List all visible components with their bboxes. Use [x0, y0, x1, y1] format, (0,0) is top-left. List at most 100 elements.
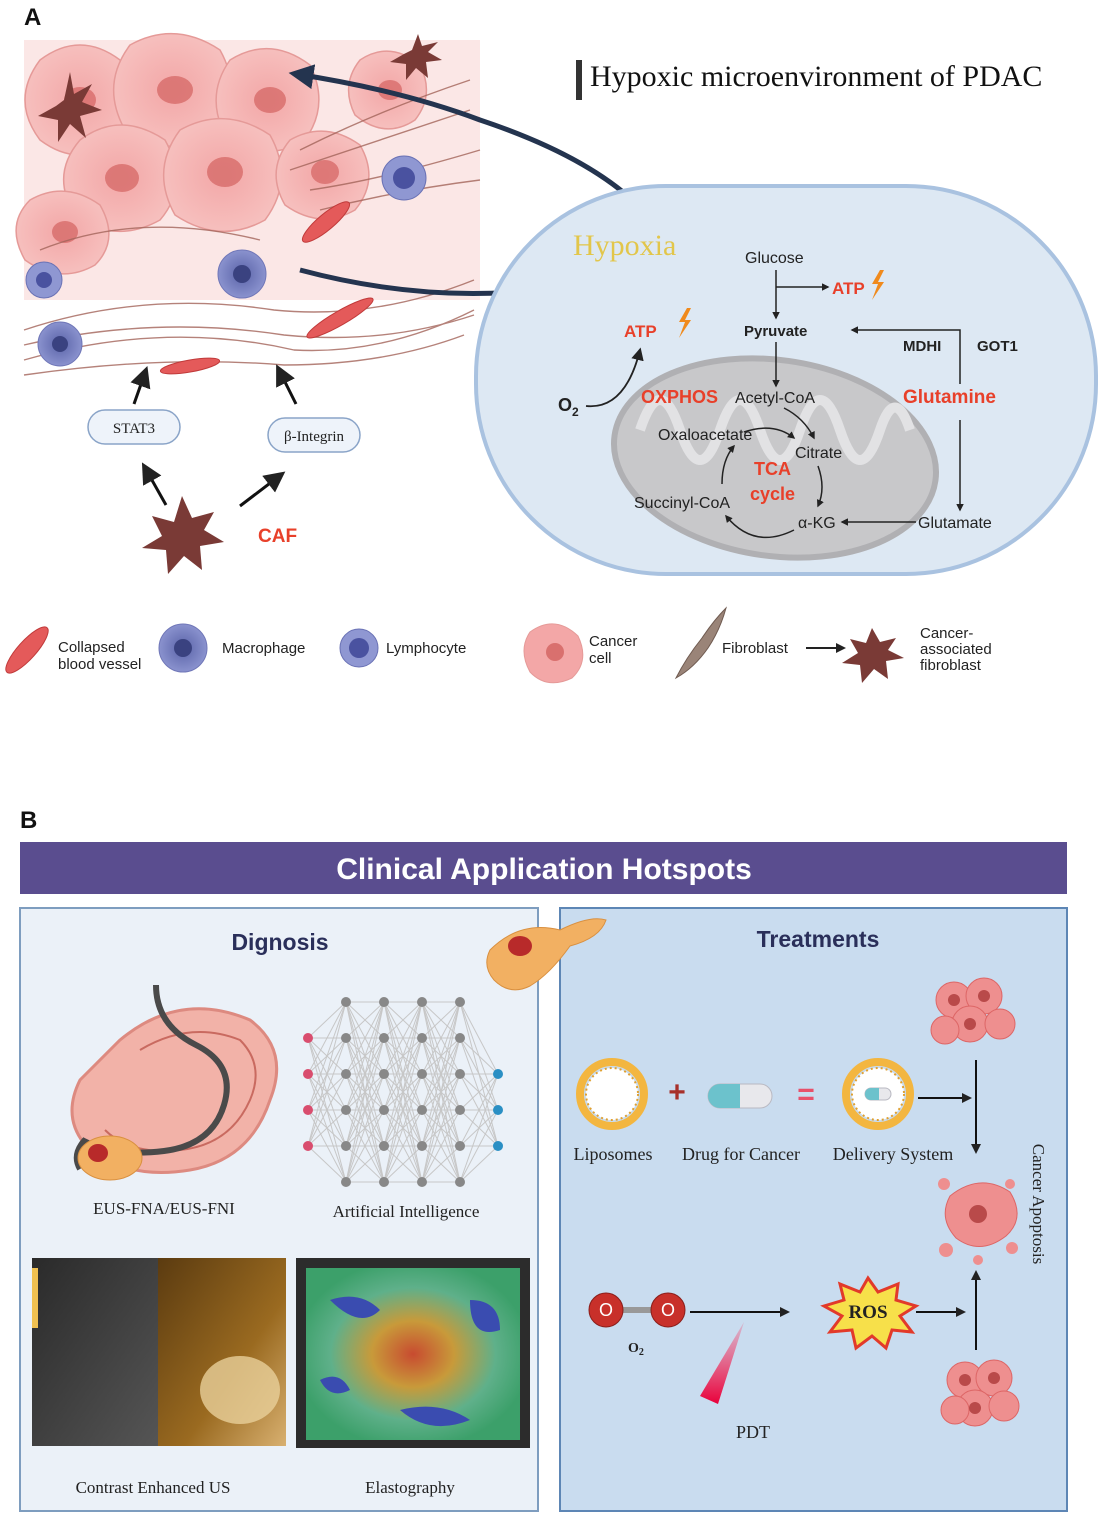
integrin-label: β-Integrin: [284, 429, 345, 445]
banner: [20, 842, 1067, 894]
legend-caf-label-3: fibroblast: [920, 657, 982, 674]
drug-label: Drug for Cancer: [682, 1144, 800, 1164]
nn-node: [379, 1105, 389, 1115]
nn-edge: [345, 1001, 385, 1075]
legend-fibroblast-label: Fibroblast: [722, 640, 789, 657]
nn-edge: [459, 1109, 499, 1183]
title-marker: [576, 60, 582, 100]
nn-edge: [421, 1001, 461, 1111]
elastography-label: Elastography: [365, 1478, 455, 1497]
ros-label: ROS: [848, 1302, 887, 1323]
nn-edge: [383, 1001, 423, 1147]
nn-edge: [459, 1073, 499, 1183]
oxphos-label: OXPHOS: [641, 387, 718, 407]
panel-a-letter: A: [24, 4, 41, 31]
nn-edge: [307, 1073, 347, 1147]
nn-edge: [345, 1001, 385, 1183]
succinyl-coa-label: Succinyl-CoA: [634, 495, 730, 512]
drug-capsule-icon: [707, 1083, 773, 1109]
nn-node: [379, 1177, 389, 1187]
nn-node: [417, 1033, 427, 1043]
o2-label: O2: [558, 395, 579, 419]
legend-cancer-label-2: cell: [589, 650, 612, 667]
legend-vessel-label: Collapsed: [58, 639, 125, 656]
nn-edge: [307, 1001, 347, 1039]
nn-node: [379, 1141, 389, 1151]
nn-edge: [345, 1001, 385, 1111]
nn-edge: [345, 1073, 385, 1183]
nn-node: [341, 1069, 351, 1079]
pathway-arrows: [721, 270, 964, 539]
nn-node: [417, 1105, 427, 1115]
caf-cell-illustration: [142, 496, 224, 574]
acetyl-coa-label: Acetyl-CoA: [735, 390, 815, 407]
nn-edge: [459, 1037, 499, 1075]
stat3-box: [87, 409, 181, 445]
cycle-label: cycle: [750, 484, 795, 504]
nn-node: [379, 1033, 389, 1043]
nn-node: [341, 1177, 351, 1187]
atp-left-label: ATP: [624, 322, 657, 341]
ros-burst-icon: [820, 1275, 920, 1351]
nn-edge: [345, 1037, 385, 1183]
legend-lymphocyte-label: Lymphocyte: [386, 640, 466, 657]
legend-cancer-nucleus: [546, 643, 564, 661]
nn-node: [341, 1105, 351, 1115]
nn-node: [341, 1033, 351, 1043]
hypoxia-curve-arrow: [288, 64, 652, 220]
nn-node: [303, 1033, 313, 1043]
nn-node: [417, 1141, 427, 1151]
glutamate-label: Glutamate: [918, 515, 992, 532]
liposomes-label: Liposomes: [574, 1144, 653, 1164]
nn-edge: [345, 1109, 385, 1183]
citrate-label: Citrate: [795, 445, 842, 462]
nn-edge: [383, 1001, 423, 1075]
nn-node: [379, 997, 389, 1007]
lightning-icon: [679, 308, 691, 338]
legend: Collapsed blood vessel Macrophage Lympho…: [5, 606, 992, 684]
tca-label: TCA: [754, 459, 791, 479]
nn-edge: [383, 1109, 423, 1183]
panel-a-title: Hypoxic microenvironment of PDAC: [590, 60, 1042, 93]
lightning-icon: [872, 270, 884, 300]
legend-vessel-icon: [5, 626, 49, 674]
o2-molecule-icon: O O: [588, 1292, 686, 1328]
nn-node: [341, 1141, 351, 1151]
pancreas-icon: [486, 918, 607, 991]
elastography-image: [296, 1258, 530, 1448]
nn-edge: [383, 1145, 423, 1183]
nn-node: [455, 1105, 465, 1115]
collapsed-vessel-illustration: [159, 201, 374, 375]
nn-node: [303, 1141, 313, 1151]
tumor-cluster-icon-2: [940, 1359, 1020, 1427]
caf-label: CAF: [258, 526, 297, 547]
equals-sign: =: [797, 1078, 815, 1111]
hypoxia-label: Hypoxia: [573, 229, 676, 262]
nn-edge: [421, 1037, 461, 1183]
nn-node: [455, 1177, 465, 1187]
o-letter: O: [599, 1300, 613, 1320]
glucose-label: Glucose: [745, 250, 804, 267]
legend-cancer-label: Cancer: [589, 633, 637, 650]
nn-edge: [421, 1109, 461, 1183]
got1-label: GOT1: [977, 338, 1018, 355]
delivery-label: Delivery System: [833, 1144, 953, 1164]
nn-edge: [345, 1145, 385, 1183]
pdt-beam-icon: [700, 1322, 744, 1404]
nn-edge: [421, 1073, 461, 1183]
integrin-box: [267, 417, 361, 453]
nn-edge: [383, 1001, 423, 1183]
treatment-arrows: [690, 1060, 981, 1350]
nn-edge: [307, 1001, 347, 1111]
legend-fibroblast-icon: [674, 606, 727, 680]
akg-label: α-KG: [798, 515, 836, 532]
nn-edge: [345, 1001, 385, 1147]
nn-edge: [307, 1001, 347, 1147]
nn-node: [455, 1141, 465, 1151]
nn-node: [417, 997, 427, 1007]
nn-node: [493, 1105, 503, 1115]
nn-node: [493, 1069, 503, 1079]
nn-edge: [459, 1073, 499, 1147]
mitochondrion-illustration: [610, 355, 940, 561]
nn-node: [455, 997, 465, 1007]
